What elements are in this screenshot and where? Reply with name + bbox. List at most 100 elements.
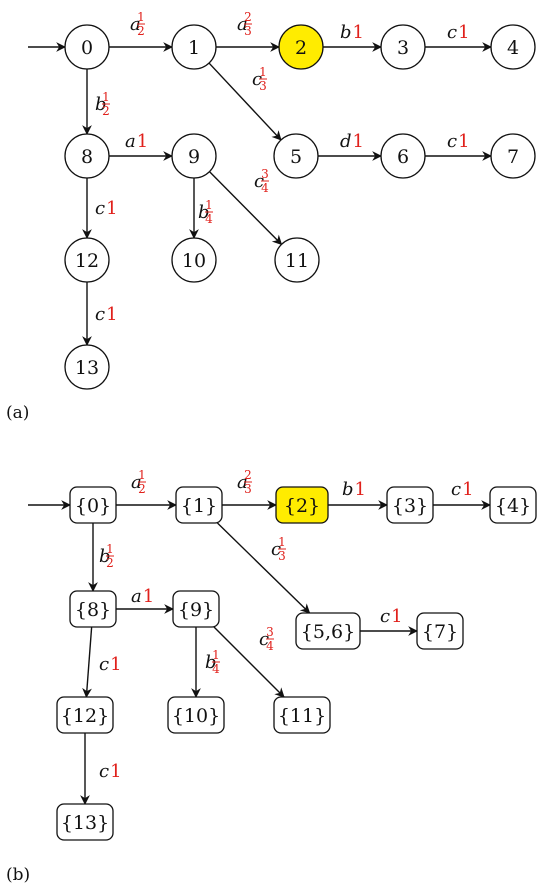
state-set-label: {7} [422,621,458,643]
state-set-node: {13} [56,803,114,841]
edge-symbol: a [237,14,248,35]
weight-denominator: 2 [137,24,145,38]
state-circle [274,237,320,283]
state-set-node: {8} [69,590,117,628]
weight-numerator: 3 [261,167,269,181]
transition-label: c1 [95,198,118,219]
transition-arrow [216,522,311,614]
state-set-node: {1} [175,486,223,524]
weight-denominator: 4 [205,212,213,226]
edge-symbol: b [198,202,210,223]
edge-symbol: a [131,472,142,493]
state-set-label: {5,6} [301,621,355,643]
state-box [167,696,225,734]
state-set-label: {8} [75,599,111,621]
transition-label: c1 [95,304,118,325]
edge-weight: 1 [106,198,117,219]
state-node: 11 [274,237,320,283]
state-node: 12 [64,237,110,283]
state-set-label: {3} [392,495,428,517]
transition-label: a1 [131,586,154,607]
edge-weight: 1 [355,479,366,500]
state-set-node: {3} [386,486,434,524]
transition-arrow [82,626,93,698]
state-set-label: {2} [284,495,320,517]
weight-denominator: 2 [106,556,114,570]
state-set-node: {2} [275,486,329,524]
state-box [295,612,361,650]
state-node: 0 [64,24,110,70]
weight-numerator: 1 [102,90,110,104]
state-circle [490,24,536,70]
edge-weight: 1 [391,606,402,627]
transition-arrow [208,62,282,141]
transition-label: a [237,14,248,35]
state-label: 10 [182,250,206,272]
edge-weight: 1 [106,304,117,325]
state-node: 8 [64,133,110,179]
state-circle [171,24,217,70]
weight-numerator: 2 [244,10,252,24]
state-node: 13 [64,344,110,390]
state-label: 13 [75,357,99,379]
state-node: 5 [273,133,319,179]
state-box [386,486,434,524]
edge-symbol: c [99,654,109,675]
transition-label: c [252,69,262,90]
edge-symbol: a [237,472,248,493]
state-circle [380,133,426,179]
weight-numerator: 1 [259,65,267,79]
state-box [175,486,223,524]
state-label: 5 [290,146,302,168]
transition-label: c1 [380,606,403,627]
state-set-label: {0} [75,495,111,517]
state-circle [171,133,217,179]
edge-symbol: c [95,304,105,325]
state-node: 3 [380,24,426,70]
state-box [172,590,220,628]
state-label: 12 [75,250,99,272]
transition-label: d1 [340,131,364,152]
state-set-node: {4} [489,486,537,524]
edge-weight: 1 [110,654,121,675]
state-set-node: {12} [56,696,114,734]
weight-denominator: 4 [266,639,274,653]
edge-symbol: c [259,629,269,650]
edge-weight: 1 [353,22,364,43]
state-set-label: {11} [278,705,326,727]
state-circle [64,133,110,179]
state-node: 6 [380,133,426,179]
edge-weight: 1 [458,22,469,43]
transition-label: c [254,171,264,192]
state-circle [64,24,110,70]
weight-denominator: 3 [244,482,252,496]
transition-label: b [95,94,107,115]
edge-weight: 1 [462,479,473,500]
state-label: 0 [81,37,93,59]
weight-numerator: 3 [266,625,274,639]
state-label: 3 [397,37,409,59]
state-set-label: {13} [61,812,109,834]
transition-arrow [213,626,285,698]
weight-denominator: 3 [259,79,267,93]
state-label: 4 [507,37,519,59]
state-set-node: {10} [167,696,225,734]
state-node: 4 [490,24,536,70]
transition-label: a [130,14,141,35]
weight-denominator: 4 [212,662,220,676]
transition-label: c1 [447,131,470,152]
state-label: 8 [81,146,93,168]
transition-label: c1 [451,479,474,500]
weight-numerator: 2 [244,468,252,482]
state-set-label: {9} [178,599,214,621]
state-set-node: {9} [172,590,220,628]
state-node: 7 [490,133,536,179]
state-set-label: {4} [495,495,531,517]
state-circle [273,133,319,179]
state-circle [278,24,324,70]
edge-weight: 1 [143,586,154,607]
transition-label: b [198,202,210,223]
transition-label: c [271,539,281,560]
